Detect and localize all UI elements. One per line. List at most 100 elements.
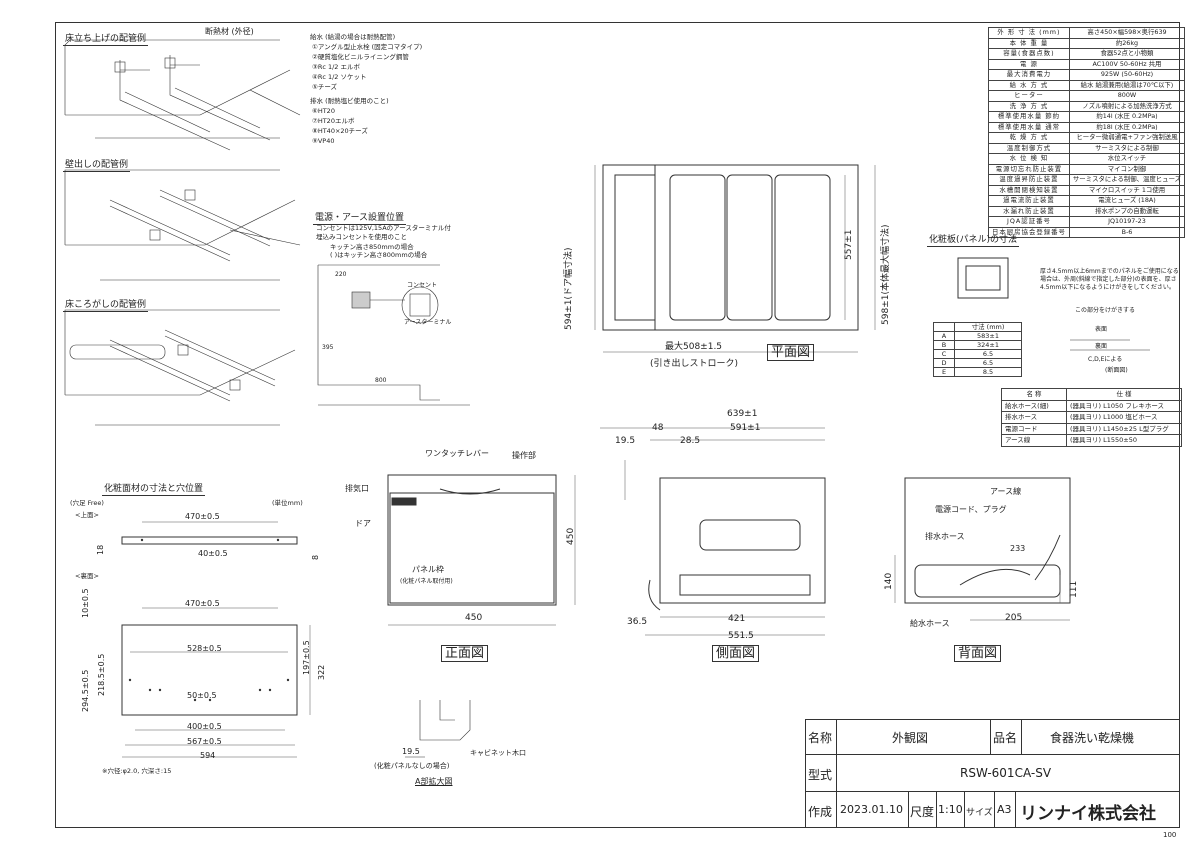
tb-name-label: 名称	[808, 731, 833, 745]
tb-product-label: 品名	[993, 731, 1018, 745]
panel-dim-header: 寸法 (mm)	[933, 322, 1022, 332]
free-label: (穴足 Free)	[70, 499, 104, 507]
parts-cell: (器具ヨリ) L1550±50	[1066, 434, 1182, 447]
title-block-divider	[805, 791, 1180, 792]
hole-note: ※穴径:φ2.0, 穴深さ:15	[102, 767, 172, 775]
spec-key: 温度制御方式	[988, 142, 1070, 154]
section-floor-up: 床立ち上げの配管例	[63, 31, 149, 46]
dim-power-220: 220	[335, 271, 347, 278]
tb-made-value: 2023.01.10	[840, 803, 903, 816]
spec-row: 水槽開閉検知装置マイクロスイッチ 1コ使用	[988, 184, 1186, 196]
dim-hole-50: 50±0.5	[187, 691, 217, 700]
parts-table: 名 称仕 様給水ホース(細)(器具ヨリ) L1050 フレキホース排水ホース(器…	[1001, 388, 1182, 447]
spec-row: 水漏れ防止装置排水ポンプの自動運転	[988, 205, 1186, 217]
tb-made-label: 作成	[808, 805, 833, 819]
spec-row: 乾 燥 方 式ヒーター微弱通電+ファン強制送風	[988, 132, 1186, 144]
spec-row: 過電流防止装置電流ヒューズ (18A)	[988, 195, 1186, 207]
panel-dim-cell: 8.5	[954, 367, 1022, 377]
label-earth: アース線	[990, 487, 1022, 496]
cde-label: C,D,Eによる	[1088, 356, 1123, 363]
supply-heading: 給水 (給湯の場合は耐熱配管)	[310, 33, 396, 41]
drain-item: ⑧HT40×20チーズ	[312, 127, 368, 135]
view-label-back: 背面図	[954, 645, 1002, 662]
parts-cell: アース線	[1001, 434, 1067, 447]
dim-side-total: 639±1	[727, 409, 758, 419]
spec-key: 標準使用水量 通常	[988, 121, 1070, 133]
back-label: 裏面	[1095, 343, 1108, 350]
tb-product-value: 食器洗い乾燥機	[1050, 731, 1135, 745]
dim-front-height: 450	[566, 527, 576, 545]
panel-dim-header-cell	[933, 322, 955, 332]
view-label-front: 正面図	[441, 645, 489, 662]
spec-value: 高さ450×幅598×奥行639	[1068, 27, 1186, 39]
dim-back-205: 205	[1005, 613, 1023, 623]
no-panel-label: (化粧パネルなしの場合)	[374, 762, 450, 770]
parts-header: 名 称仕 様	[1001, 388, 1182, 401]
title-block-divider	[994, 791, 995, 828]
top-face-label: <上面>	[75, 511, 99, 519]
spec-value: 電流ヒューズ (18A)	[1068, 195, 1186, 207]
panel-dim-cell: A	[933, 331, 955, 341]
label-cord: 電源コード、プラグ	[935, 505, 1007, 514]
dim-side-551-5: 551.5	[728, 631, 754, 641]
spec-value: ノズル噴射による加熱洗浄方式	[1068, 100, 1186, 112]
surface-label: 表面	[1095, 326, 1108, 333]
section-wall-out: 壁出しの配管例	[63, 157, 131, 172]
title-block	[805, 719, 1180, 828]
panel-dim-cell: E	[933, 367, 955, 377]
label-frame: パネル枠	[412, 565, 444, 574]
title-block-divider	[964, 791, 965, 828]
supply-item: ④Rc 1/2 ソケット	[312, 73, 367, 81]
spec-key: 最大消費電力	[988, 69, 1070, 81]
dim-body-width: 598±1(本体最大幅寸法)	[881, 224, 891, 325]
dim-side-28-5: 28.5	[680, 436, 701, 446]
dim-hole-528: 528±0.5	[187, 644, 222, 653]
tb-name-value: 外観図	[892, 731, 929, 745]
spec-key: 洗 浄 方 式	[988, 100, 1070, 112]
parts-row: 電源コード(器具ヨリ) L1450±25 L型プラグ	[1001, 422, 1182, 435]
section-floor-drop: 床ころがしの配管例	[63, 297, 149, 312]
spec-value: 925W (50-60Hz)	[1068, 69, 1186, 81]
label-lever: ワンタッチレバー	[425, 449, 489, 458]
power-note: 埋込みコンセントを使用のこと	[316, 233, 407, 241]
panel-dim-cell: B	[933, 340, 955, 350]
dim-hole-294: 294.5±0.5	[81, 669, 90, 712]
dim-hole-400: 400±0.5	[187, 722, 222, 731]
drain-item: ⑦HT20エルボ	[312, 117, 355, 125]
supply-item: ③Rc 1/2 エルボ	[312, 63, 361, 71]
tb-model-label: 型式	[808, 768, 833, 782]
spec-value: サーミスタによる制御	[1068, 142, 1186, 154]
label-door: ドア	[355, 519, 371, 528]
spec-value: JQ10197-23	[1068, 216, 1186, 228]
dim-hole-40: 40±0.5	[198, 549, 228, 558]
spec-key: 乾 燥 方 式	[988, 132, 1070, 144]
dim-hole-18: 18	[96, 544, 105, 555]
title-block-divider	[908, 791, 909, 828]
section-face-holes: 化粧面材の寸法と穴位置	[102, 481, 206, 496]
label-drain: 排水ホース	[925, 532, 965, 541]
dim-front-width: 450	[465, 613, 483, 623]
dim-hole-470-top: 470±0.5	[185, 512, 220, 521]
label-frame-sub: (化粧パネル取付用)	[400, 578, 453, 585]
dim-side-48: 48	[652, 423, 664, 433]
panel-dim-header-cell: 寸法 (mm)	[954, 322, 1022, 332]
dim-back-140: 140	[884, 572, 894, 590]
panel-note: 厚さ4.5mm以上6mmまでのパネルをご使用になる場合は、外周(斜線で指定した部…	[1040, 268, 1179, 291]
spec-key: ヒーター	[988, 90, 1070, 102]
section-power: 電源・アース設置位置	[313, 210, 407, 225]
dim-side-19-5: 19.5	[615, 436, 636, 446]
spec-value: 食器52点と小物類	[1068, 48, 1186, 60]
spec-row: 水 位 検 知水位スイッチ	[988, 153, 1186, 165]
tb-scale-label: 尺度	[910, 805, 935, 819]
title-block-divider	[1015, 791, 1016, 828]
spec-row: 電源切忘れ防止装置マイコン制御	[988, 163, 1186, 175]
dim-hole-322: 322	[317, 664, 326, 680]
spec-key: 水 位 検 知	[988, 153, 1070, 165]
drain-item: ⑥HT20	[312, 107, 335, 115]
